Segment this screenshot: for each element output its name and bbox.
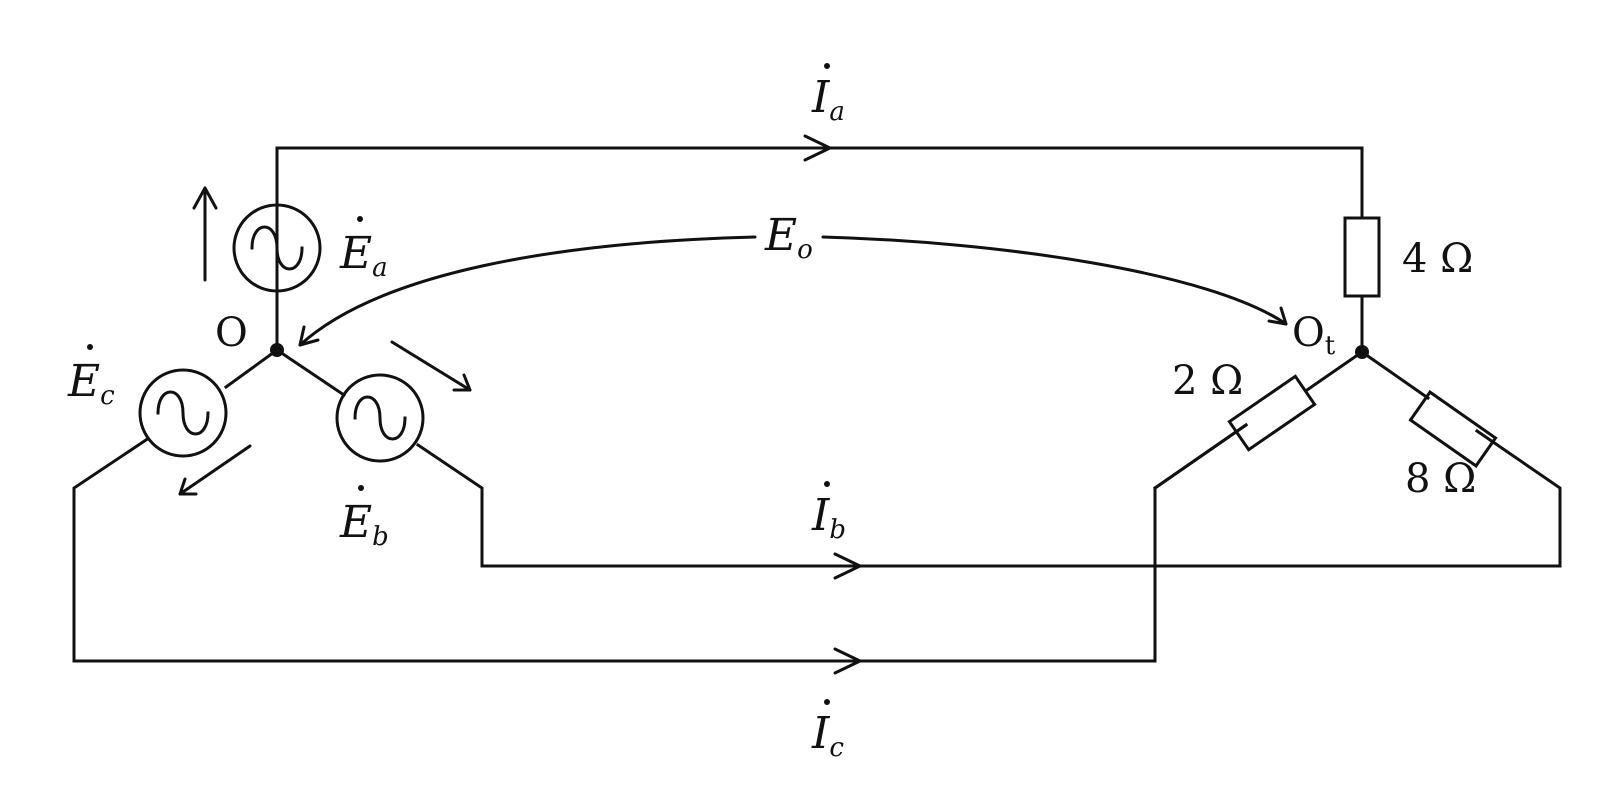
resistor-2-ohm-lower-lead	[1152, 422, 1249, 491]
resistor-4-ohm	[1343, 216, 1381, 298]
source-b-circle	[335, 373, 425, 463]
resistor-8-ohm	[1408, 390, 1498, 468]
resistor-4-ohm-label: 4 Ω	[1402, 236, 1473, 282]
emf-c-direction-arrow-icon	[178, 444, 252, 496]
resistor-2-ohm	[1227, 374, 1317, 452]
resistor-2-ohm-label: 2 Ω	[1172, 358, 1243, 404]
current-a-label: Ia	[811, 72, 845, 127]
voltage-eo-label: Eo	[764, 210, 813, 265]
current-b-label: Ib	[811, 490, 846, 545]
voltage-eo-left-arc	[298, 235, 757, 347]
load-neutral-ot-label: Ot	[1292, 310, 1336, 361]
emf-c-dot	[87, 344, 93, 350]
emf-b-dot	[358, 485, 364, 491]
emf-c-arrowhead-icon	[178, 477, 198, 496]
phase-a-wire	[275, 146, 1364, 307]
current-c-dot	[824, 699, 830, 705]
voltage-eo-right-arc	[821, 235, 1288, 326]
current-c-label: Ic	[811, 708, 844, 763]
resistor-8-ohm-upper-lead	[1359, 349, 1431, 401]
emf-b-arrowhead-icon	[452, 373, 472, 392]
source-b-sine-icon	[353, 395, 407, 441]
source-a-circle	[232, 203, 322, 293]
neutral-o-label: O	[215, 310, 248, 356]
current-b-dot	[824, 481, 830, 487]
emf-b-label: Eb	[339, 497, 389, 552]
source-c-sine-icon	[156, 390, 210, 436]
phase-b-wire	[415, 428, 1562, 568]
resistor-8-ohm-label: 8 Ω	[1405, 456, 1476, 502]
current-b-arrow-icon	[833, 552, 862, 580]
resistor-2-ohm-upper-lead	[1304, 349, 1365, 393]
emf-c-label: Ec	[67, 356, 115, 411]
voltage-eo-right-arrowhead-icon	[1267, 306, 1288, 326]
source-c-upper-lead	[223, 347, 280, 390]
emf-a-label: Ea	[339, 228, 388, 283]
current-a-dot	[824, 63, 830, 69]
source-a-sine-icon	[250, 225, 304, 271]
current-a-arrow-icon	[803, 134, 832, 162]
source-b-upper-lead	[274, 347, 347, 398]
current-c-arrow-icon	[833, 647, 862, 675]
emf-a-dot	[357, 216, 363, 222]
emf-b-direction-arrow-icon	[390, 340, 472, 392]
phase-c-wire	[72, 422, 1249, 663]
emf-a-arrowhead-icon	[192, 186, 218, 210]
voltage-eo-left-arrowhead-icon	[298, 325, 320, 347]
source-c-circle	[138, 368, 228, 458]
